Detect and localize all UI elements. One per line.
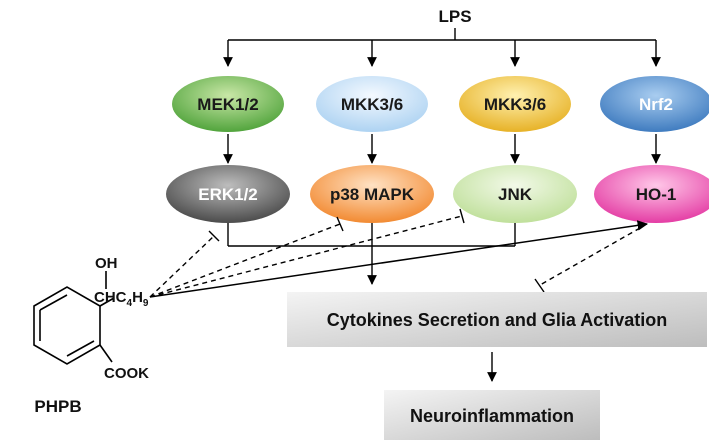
benzene-ring: [33, 271, 115, 365]
node-erk1-2: ERK1/2: [166, 165, 290, 223]
convergence-lines: [227, 223, 516, 285]
phpb-structure: OH CHC4H9 COOK PHPB: [33, 255, 149, 416]
phpb-name-label: PHPB: [34, 397, 81, 416]
carboxylate-label: COOK: [104, 365, 149, 382]
node-jnk-label: JNK: [498, 185, 533, 204]
node-mkk3-6-jnk-label: MKK3/6: [484, 95, 546, 114]
lps-tree: [223, 28, 661, 67]
node-nrf2: Nrf2: [600, 76, 709, 132]
node-jnk: JNK: [453, 165, 577, 223]
row-connectors: [223, 134, 661, 164]
ho-1-inhibition-line: [534, 227, 641, 293]
node-nrf2-label: Nrf2: [639, 95, 673, 114]
node-ho-1: HO-1: [594, 165, 709, 223]
node-mkk3-6-p38-label: MKK3/6: [341, 95, 403, 114]
node-p38-mapk-label: p38 MAPK: [330, 185, 415, 204]
node-mek1-2-label: MEK1/2: [197, 95, 258, 114]
node-mkk3-6-jnk: MKK3/6: [459, 76, 571, 132]
cytokines-box: Cytokines Secretion and Glia Activation: [287, 292, 707, 347]
neuroinflammation-box: Neuroinflammation: [384, 390, 600, 440]
node-ho-1-label: HO-1: [636, 185, 677, 204]
node-erk1-2-label: ERK1/2: [198, 185, 258, 204]
phpb-inhibition-lines: [149, 208, 465, 298]
phpb-activates-ho-1-arrow: [149, 220, 649, 298]
node-mkk3-6-p38: MKK3/6: [316, 76, 428, 132]
neuroinflammation-box-label: Neuroinflammation: [410, 406, 574, 426]
node-p38-mapk: p38 MAPK: [310, 165, 434, 223]
lps-label: LPS: [438, 7, 471, 26]
node-mek1-2: MEK1/2: [172, 76, 284, 132]
side-chain-label: CHC4H9: [94, 289, 149, 309]
hydroxyl-label: OH: [95, 255, 118, 272]
cytokines-box-label: Cytokines Secretion and Glia Activation: [327, 310, 667, 330]
